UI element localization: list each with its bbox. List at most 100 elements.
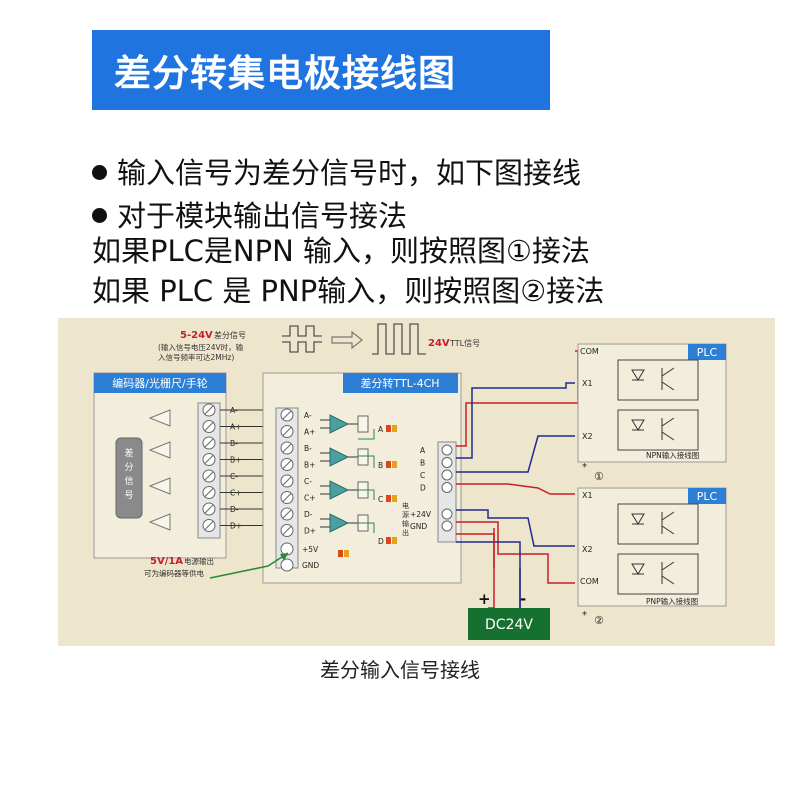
- output-terminal-screw: [441, 520, 453, 532]
- screw-slot: [204, 455, 214, 464]
- power-pin-gnd: GND: [302, 561, 319, 570]
- pnp-pin-com: COM: [580, 577, 599, 586]
- input-note-2: 入信号频率可达2MHz): [158, 352, 234, 362]
- led-red-icon: [386, 537, 391, 544]
- screw-slot: [282, 526, 292, 535]
- text-line-4: 如果 PLC 是 PNP输入，则按照图②接法: [92, 268, 604, 310]
- bullet-text-1: 输入信号为差分信号时，如下图接线: [117, 156, 582, 190]
- screw-slot: [282, 443, 292, 453]
- pnp-star: *: [582, 610, 587, 621]
- page-title: 差分转集电极接线图: [114, 52, 456, 95]
- output-stage-icon: [357, 415, 369, 433]
- pnp-mark: ②: [594, 614, 604, 627]
- arrow-icon: [331, 330, 363, 350]
- led-label: D: [378, 537, 384, 546]
- power-note-2: 可为编码器等供电: [144, 568, 204, 578]
- power-note-1: 5V/1A: [150, 556, 183, 567]
- screw-slot: [204, 438, 214, 448]
- plc-label-npn: PLC: [697, 346, 718, 359]
- bullet-line-1: 输入信号为差分信号时，如下图接线: [92, 150, 581, 192]
- led-red-icon: [386, 461, 391, 468]
- minus-sign: -: [520, 590, 526, 608]
- encoder-terminals: A-A+B-B+C-C+D-D+: [202, 403, 278, 532]
- output-pin-label: B: [420, 459, 425, 468]
- led-amber-icon: [392, 461, 397, 468]
- led-red-icon: [386, 425, 391, 432]
- output-pin-label: C: [420, 471, 425, 480]
- amplifier-icon: [329, 513, 350, 533]
- amplifier-icon: [329, 414, 350, 434]
- pnp-instruction: 如果 PLC 是 PNP输入，则按照图②接法: [92, 274, 605, 308]
- encoder-box-char-3: 信: [124, 475, 133, 487]
- module-block: 差分转TTL-4CH A-A+B-B+C-C+D-D+ ABCD+24VGND …: [262, 372, 462, 584]
- encoder-box-char-4: 号: [124, 490, 133, 501]
- module-pin-label: D-: [304, 510, 313, 519]
- module-pin-label: D+: [304, 527, 316, 536]
- power-output-char-1: 电: [402, 501, 409, 510]
- bullet-icon: [92, 207, 107, 223]
- screw-slot: [282, 509, 292, 519]
- power-output-char-4: 出: [402, 528, 409, 537]
- npn-pin-x2: X2: [582, 432, 593, 441]
- npn-star: *: [582, 462, 587, 473]
- screw-slot: [204, 521, 214, 530]
- encoder-box-char-1: 差: [124, 447, 133, 459]
- screw-slot: [282, 476, 292, 486]
- wiring-diagram-svg: 5-24V 差分信号 (输入信号电压24V时，输 入信号频率可达2MHz) 24…: [93, 323, 727, 640]
- power-terminal-screw: [280, 558, 294, 572]
- npn-instruction: 如果PLC是NPN 输入，则按照图①接法: [92, 234, 590, 268]
- led-indicators: A B C D: [378, 425, 397, 546]
- module-pin-label: C-: [304, 477, 312, 486]
- screw-slot: [282, 410, 292, 420]
- bullet-line-2: 对于模块输出信号接法: [92, 193, 407, 235]
- module-header: 差分转TTL-4CH: [360, 376, 439, 390]
- screw-slot: [204, 471, 214, 481]
- dc-label: DC24V: [485, 617, 533, 633]
- input-note-1: (输入信号电压24V时，输: [158, 342, 244, 352]
- bullet-icon: [92, 164, 107, 180]
- npn-plc-block: PLC COM X1 X2 NPN输入接线图 * ①: [577, 343, 727, 483]
- pnp-pin-x1: X1: [582, 491, 593, 500]
- power-note-1b: 电源输出: [184, 556, 214, 566]
- output-terminal-screw: [441, 457, 453, 468]
- screw-slot: [204, 405, 214, 415]
- module-pin-label: A-: [304, 411, 312, 420]
- led-label: C: [378, 495, 383, 504]
- plus-sign: +: [478, 590, 491, 608]
- screw-slot: [204, 488, 214, 497]
- pnp-plc-block: PLC X1 X2 COM PNP输入接线图 * ②: [577, 487, 727, 627]
- screw-slot: [282, 460, 292, 469]
- led-label: A: [378, 425, 384, 434]
- output-stage-icon: [357, 448, 369, 466]
- power-pin-5v: +5V: [302, 545, 319, 554]
- plc-label-pnp: PLC: [697, 490, 718, 503]
- module-input-terminals: A-A+B-B+C-C+D-D+: [280, 408, 316, 572]
- led-amber-icon: [392, 495, 397, 502]
- bullet-text-2: 对于模块输出信号接法: [117, 199, 408, 233]
- output-pin-label: A: [420, 446, 426, 455]
- output-wires: [456, 350, 579, 609]
- npn-mark: ①: [594, 470, 604, 483]
- title-banner: 差分转集电极接线图: [92, 30, 550, 110]
- screw-slot: [204, 504, 214, 514]
- output-terminal-screw: [441, 508, 453, 520]
- wiring-diagram: 5-24V 差分信号 (输入信号电压24V时，输 入信号频率可达2MHz) 24…: [58, 318, 775, 646]
- amplifier-icon: [329, 480, 350, 500]
- output-terminal-screw: [441, 444, 453, 456]
- output-pin-label: D: [420, 484, 426, 493]
- npn-pin-com: COM: [580, 347, 599, 356]
- dc24v-supply: DC24V + -: [468, 590, 550, 640]
- encoder-box-char-2: 分: [124, 462, 133, 473]
- screw-slot: [282, 427, 292, 436]
- power-output-char-3: 输: [402, 519, 409, 528]
- pnp-pin-x2: X2: [582, 545, 593, 554]
- output-pin-label: +24V: [410, 510, 432, 519]
- screw-slot: [282, 493, 292, 502]
- led-label: B: [378, 461, 383, 470]
- led-amber-icon: [392, 425, 397, 432]
- output-terminal-screw: [441, 482, 453, 493]
- input-signal-label: 差分信号: [214, 330, 246, 340]
- led-amber-icon: [392, 537, 397, 544]
- encoder-block: 编码器/光栅尺/手轮 差 分 信 号 A-A+B-B+C-C+D-D+: [93, 372, 278, 559]
